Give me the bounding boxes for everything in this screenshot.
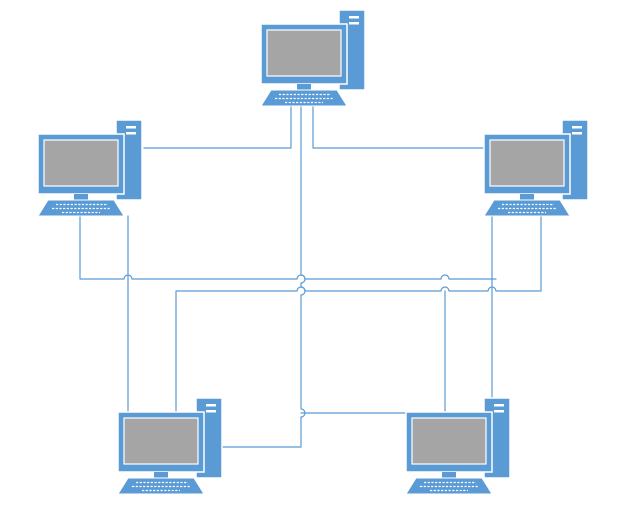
link-top-to-lower-left xyxy=(219,105,306,448)
computer-top-desktop-computer-icon xyxy=(260,9,366,107)
computer-upper-right-desktop-computer-icon xyxy=(483,119,589,217)
computer-upper-left-desktop-computer-icon xyxy=(37,119,143,217)
link-top-to-upper-left xyxy=(143,105,292,149)
network-nodes xyxy=(37,9,589,495)
computer-lower-right-desktop-computer-icon xyxy=(405,397,511,495)
link-lower-left-to-upper-right xyxy=(175,215,542,413)
link-upper-left-to-upper-right xyxy=(79,215,497,280)
network-links xyxy=(79,105,542,448)
computer-lower-left-desktop-computer-icon xyxy=(117,397,223,495)
link-top-to-upper-right xyxy=(312,105,485,149)
